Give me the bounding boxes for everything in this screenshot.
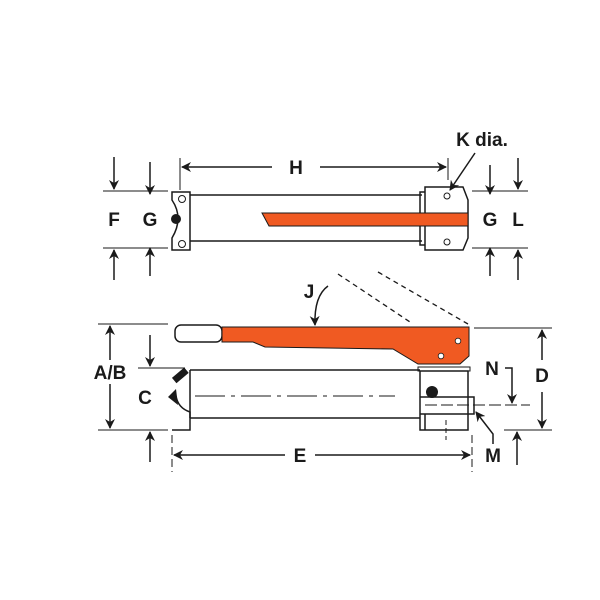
top-left-cap [171,191,191,251]
fitting-hole-icon [443,238,451,246]
outlet-port-icon [426,386,438,398]
release-valve-icon [171,367,189,384]
cap-hole-icon [178,240,186,248]
cap-hole-icon [178,195,186,203]
dim-label-n: N [485,359,499,380]
dim-label-l: L [512,210,524,231]
dim-label-m: M [485,446,501,467]
side-view: J A/B C D N M E [94,271,552,472]
pump-body [189,369,420,419]
release-knob-icon [171,214,181,224]
dim-label-j: J [304,282,315,303]
dim-label-g-right: G [483,210,498,231]
dim-label-g-left: G [143,210,158,231]
dim-label-d: D [535,366,549,387]
dim-label-a-b: A/B [94,363,127,384]
handle-lever [221,326,470,365]
handle-grip [174,324,223,343]
top-view: H K dia. F G G L [103,130,528,280]
dim-label-f: F [108,210,120,231]
top-body [190,194,422,242]
dim-label-c: C [138,388,152,409]
dim-label-e: E [294,446,307,467]
dim-label-k-dia: K dia. [456,130,508,151]
top-handle-bar [261,212,469,227]
dim-label-h: H [289,158,303,179]
k-hole-icon [443,192,451,200]
pump-head [419,370,475,431]
